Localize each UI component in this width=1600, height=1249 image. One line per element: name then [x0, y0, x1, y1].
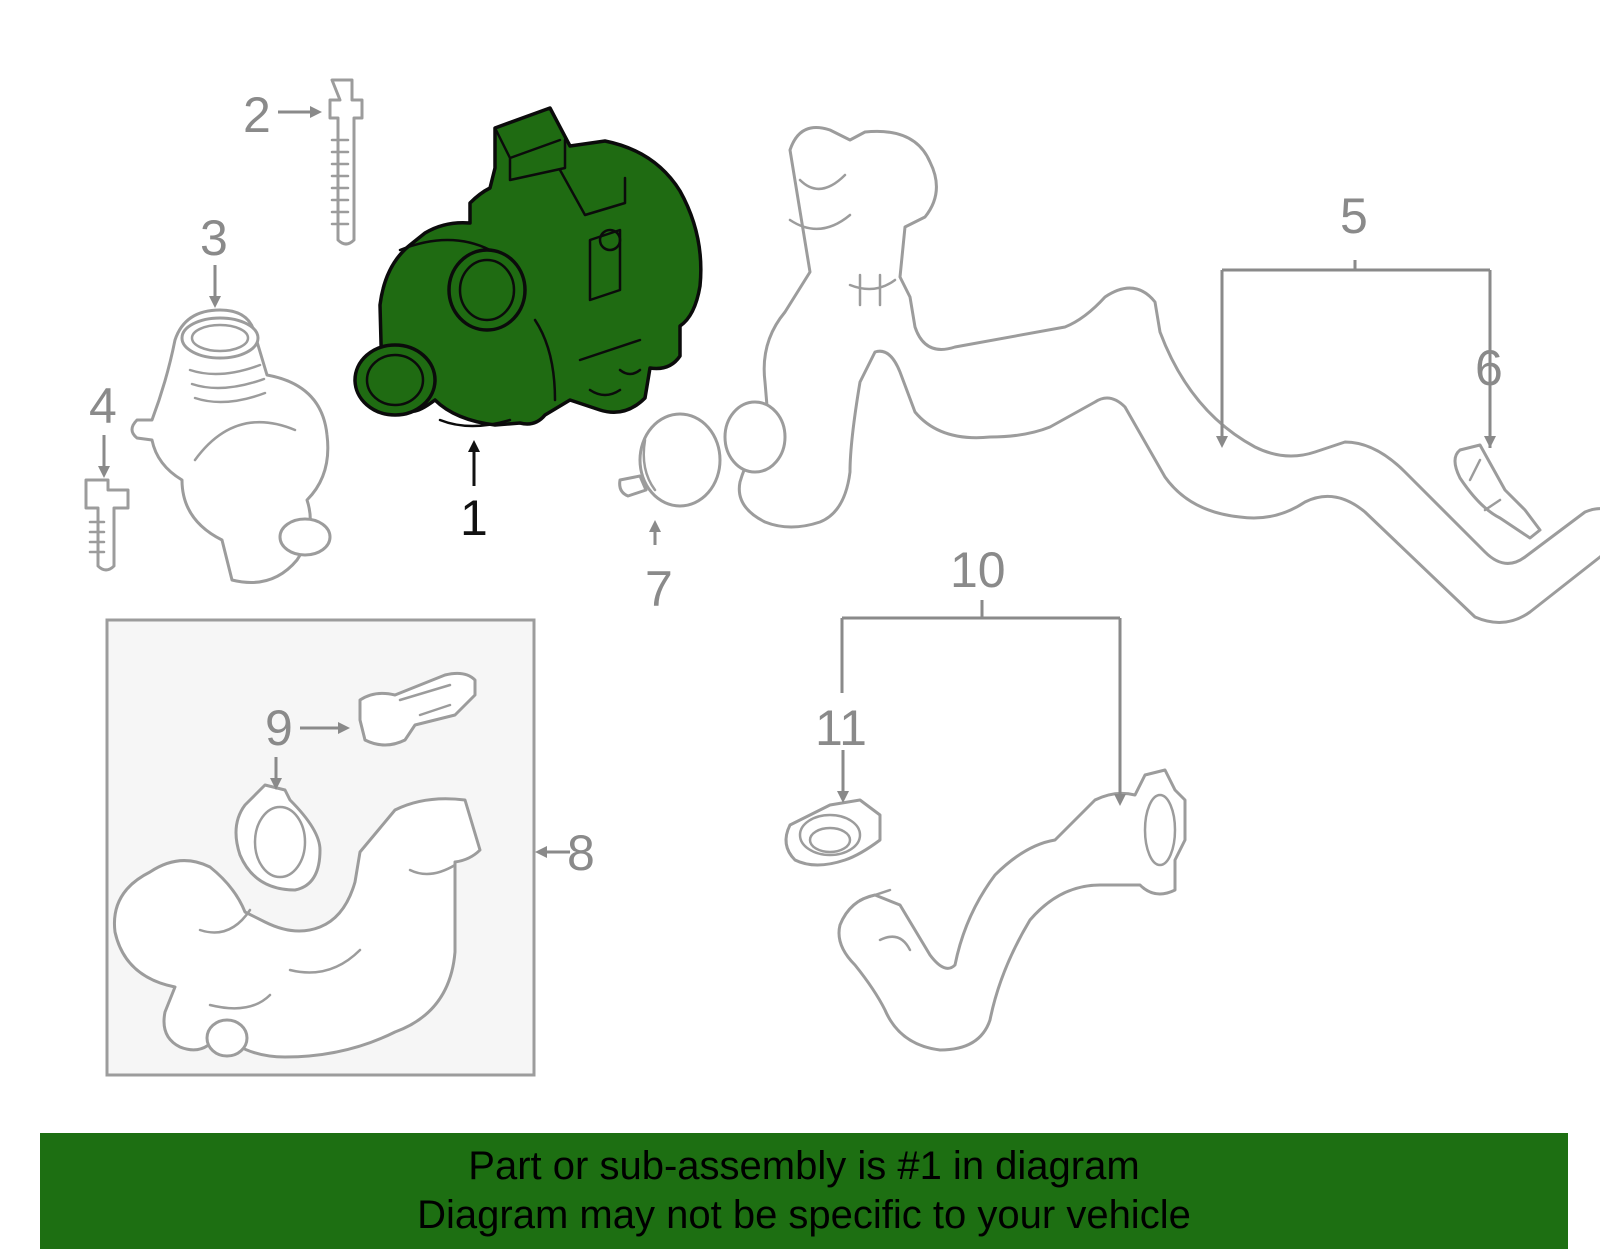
part-10-hose[interactable] — [837, 768, 1187, 1052]
callout-label: 9 — [265, 700, 293, 756]
callout-label: 2 — [243, 87, 271, 143]
callout-label-main: 1 — [460, 490, 488, 546]
part-2-bolt[interactable] — [328, 78, 364, 246]
part-7-clamp[interactable] — [618, 412, 722, 508]
callout-label: 11 — [815, 700, 867, 756]
callout-label: 4 — [89, 378, 117, 434]
callout-label: 5 — [1340, 188, 1368, 244]
callout-label: 7 — [645, 561, 673, 617]
arrowheads — [98, 106, 1496, 858]
part-1-water-pump[interactable] — [353, 106, 703, 428]
upper-hose[interactable] — [723, 126, 1600, 624]
part-8-hose-assembly[interactable] — [112, 783, 482, 1059]
banner-line-disclaimer: Diagram may not be specific to your vehi… — [417, 1193, 1191, 1237]
info-banner: Part or sub-assembly is #1 in diagram Di… — [40, 1133, 1568, 1249]
callout-labels: 2 3 4 5 6 7 8 9 10 11 1 — [89, 87, 1503, 881]
part-3-thermostat[interactable] — [130, 308, 332, 584]
banner-line-part: Part or sub-assembly is #1 in diagram — [468, 1144, 1140, 1188]
callout-label: 3 — [200, 210, 228, 266]
callout-label: 8 — [567, 825, 595, 881]
callout-label: 6 — [1475, 340, 1503, 396]
part-9-clip[interactable] — [358, 671, 477, 747]
part-6-clip[interactable] — [1453, 443, 1542, 540]
parts-diagram: 2 3 4 5 6 7 8 9 10 11 1 — [84, 78, 1600, 1077]
callout-label: 10 — [950, 542, 1006, 598]
part-4-bolt[interactable] — [84, 478, 130, 572]
part-11-clamp[interactable] — [784, 798, 882, 867]
